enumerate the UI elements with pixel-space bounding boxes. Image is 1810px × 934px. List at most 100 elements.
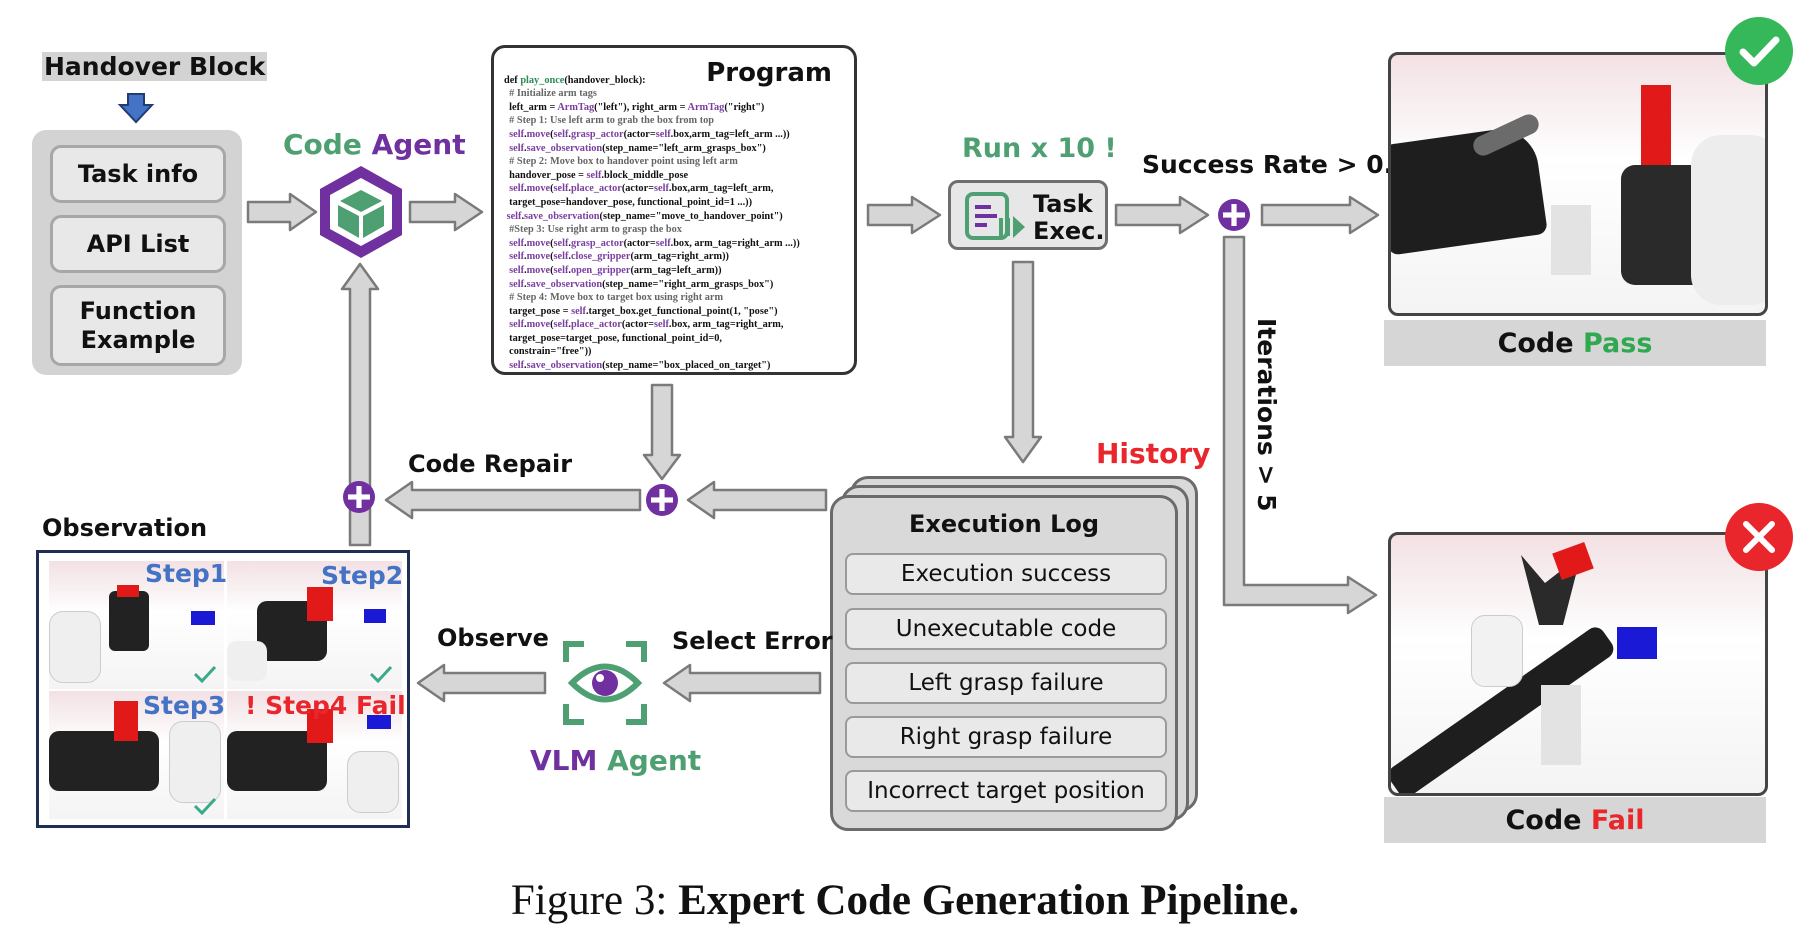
observe-label: Observe	[437, 624, 549, 652]
pass-word1: Code	[1497, 327, 1574, 359]
log-row: Unexecutable code	[845, 608, 1167, 650]
arrow-program-to-oplus	[642, 383, 682, 481]
check-icon	[193, 797, 217, 815]
arrow-exec-to-oplus	[1114, 195, 1210, 235]
blue-target-step1	[191, 611, 215, 625]
arrow-history-to-vlm	[662, 663, 822, 703]
arm-white	[1471, 615, 1523, 687]
arrow-program-to-exec	[866, 195, 942, 235]
code-agent-icon	[320, 166, 402, 258]
code-line: target_pose=target_pose, functional_poin…	[504, 332, 722, 344]
code-line: self.move(self.grasp_actor(actor=self.bo…	[509, 128, 790, 140]
program-title: Program	[706, 58, 832, 88]
step3-label: Step3	[143, 691, 226, 720]
code-line: self.move(self.place_actor(actor=self.bo…	[509, 319, 784, 331]
fail-word2: Fail	[1590, 804, 1645, 836]
arrow-input-to-agent	[246, 192, 318, 232]
success-rate-label: Success Rate > 0.5	[1142, 150, 1411, 179]
code-line: left_arm = ArmTag("left"), right_arm = A…	[504, 101, 765, 113]
cross-badge-icon	[1725, 503, 1793, 571]
code-line: target_pose = self.target_box.get_functi…	[504, 305, 778, 317]
code-line: # Step 1: Use left arm to grab the box f…	[504, 115, 715, 127]
red-block	[307, 587, 333, 621]
red-block	[307, 709, 333, 743]
blue-target	[367, 715, 391, 729]
arrow-to-pass	[1260, 195, 1380, 235]
code-line: self.move(self.grasp_actor(actor=self.bo…	[509, 237, 800, 249]
code-line: target_pose=handover_pose, functional_po…	[504, 196, 753, 208]
code-repair-label: Code Repair	[408, 450, 573, 478]
table-shadow	[1551, 205, 1591, 275]
fail-scene-image	[1388, 532, 1768, 796]
arrow-exec-to-history	[1003, 260, 1043, 464]
arrow-code-repair	[384, 480, 642, 520]
execution-log-title: Execution Log	[908, 510, 1100, 538]
oplus-code-repair	[343, 481, 375, 513]
task-exec-line1: Task	[1033, 190, 1093, 218]
blue-target-step2	[364, 609, 386, 623]
task-input-panel: Task info API List Function Example	[32, 130, 242, 375]
task-title-text: Handover Block	[44, 52, 266, 81]
oplus-success	[1218, 199, 1250, 231]
arrow-to-fail	[1222, 235, 1378, 615]
arrow-vlm-to-observation	[416, 663, 547, 703]
oplus-history-merge	[646, 484, 678, 516]
vlm-eye-icon	[563, 641, 647, 725]
pass-word2: Pass	[1582, 327, 1653, 359]
observation-step1-image	[49, 561, 224, 689]
history-title: History	[1096, 437, 1211, 470]
arrow-history-to-oplus	[686, 480, 828, 520]
arm	[227, 641, 267, 681]
arrow-agent-to-program	[408, 192, 484, 232]
arm	[169, 721, 221, 803]
check-icon	[369, 665, 393, 683]
code-block: def play_once(handover_block): # Initial…	[504, 60, 844, 400]
code-agent-word1: Code	[283, 128, 362, 161]
code-line: constrain="free"))	[504, 346, 592, 358]
code-line: # Step 2: Move box to handover point usi…	[504, 156, 738, 168]
log-row: Right grasp failure	[845, 716, 1167, 758]
code-line: # Step 4: Move box to target box using r…	[504, 292, 724, 304]
history-panel: Execution Log Execution success Unexecut…	[830, 495, 1178, 831]
observation-step3-image	[49, 691, 224, 819]
observation-panel: Step1 Step2 Step3 ! Step4 Fail	[36, 550, 410, 828]
code-line: handover_pose = self.block_middle_pose	[504, 169, 689, 181]
pass-scene-image	[1388, 52, 1768, 316]
arm	[49, 611, 101, 683]
code-line: # Initialize arm tags	[504, 88, 597, 100]
figure-prefix: Figure 3:	[510, 877, 679, 924]
code-pass-caption: Code Pass	[1384, 320, 1766, 366]
code-line: self.move(self.open_gripper(arm_tag=left…	[509, 264, 722, 276]
red-block	[1641, 85, 1671, 177]
figure-title: Expert Code Generation Pipeline.	[678, 877, 1300, 924]
vlm-agent-label: VLM Agent	[530, 744, 701, 777]
task-exec-label: Task Exec.	[1033, 191, 1105, 245]
step1-label: Step1	[145, 559, 228, 588]
api-list-item: API List	[50, 215, 226, 273]
observation-title: Observation	[42, 514, 208, 542]
log-row: Incorrect target position	[845, 770, 1167, 812]
run-label: Run x 10 !	[962, 133, 1117, 164]
gripper	[109, 591, 149, 651]
figure-caption: Figure 3: Expert Code Generation Pipelin…	[0, 876, 1810, 925]
check-icon	[193, 665, 217, 683]
code-line: self.save_observation(step_name="box_pla…	[509, 360, 771, 372]
iterations-label: Iterations > 5	[1252, 318, 1281, 512]
arm	[347, 751, 399, 813]
code-line: #Step 3: Use right arm to grasp the box	[504, 224, 682, 236]
code-fail-caption: Code Fail	[1384, 797, 1766, 843]
arm-left	[1391, 124, 1548, 256]
code-line: def play_once(handover_block):	[504, 74, 646, 86]
task-title: Handover Block	[42, 52, 268, 81]
code-line: self.move(self.close_gripper(arm_tag=rig…	[509, 251, 729, 263]
code-agent-word2: Agent	[361, 128, 466, 161]
function-example-item: Function Example	[50, 285, 226, 366]
fail-word1: Code	[1505, 804, 1582, 836]
red-block	[117, 585, 139, 597]
task-exec-line2: Exec.	[1033, 217, 1105, 245]
task-info-item: Task info	[50, 145, 226, 203]
code-line: self.save_observation(step_name="left_ar…	[509, 142, 766, 154]
task-exec-box: Task Exec.	[948, 180, 1108, 250]
table-shadow	[1541, 685, 1581, 765]
